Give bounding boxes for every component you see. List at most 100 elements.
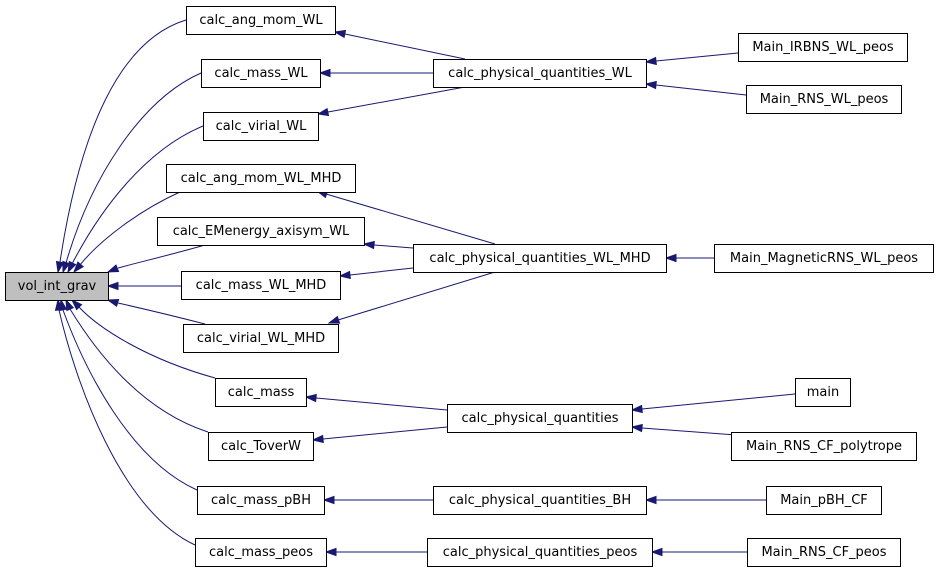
node-calc_ang_mom_WL_MHD[interactable]: calc_ang_mom_WL_MHD: [166, 164, 356, 193]
node-label-calc_virial_WL_MHD: calc_virial_WL_MHD: [197, 331, 325, 346]
node-main[interactable]: main: [795, 378, 851, 407]
arrowhead-calc_physical_quantities_WL_MHD-to-calc_virial_WL_MHD: [327, 315, 341, 324]
node-label-calc_mass_peos: calc_mass_peos: [209, 545, 313, 560]
arrowhead-Main_IRBNS_WL_peos-to-calc_physical_quantities_WL: [644, 56, 657, 66]
node-calc_physical_quantities[interactable]: calc_physical_quantities: [447, 404, 633, 433]
node-label-calc_physical_quantities_WL_MHD: calc_physical_quantities_WL_MHD: [429, 251, 650, 266]
node-calc_mass_peos[interactable]: calc_mass_peos: [195, 538, 327, 567]
node-box-calc_virial_WL: [203, 112, 319, 141]
arrowhead-Main_RNS_CF_polytrope-to-calc_physical_quantities: [630, 423, 643, 433]
node-box-calc_EMenergy_axisym_WL: [157, 217, 365, 246]
node-Main_RNS_WL_peos[interactable]: Main_RNS_WL_peos: [746, 85, 902, 114]
node-box-calc_mass_WL_MHD: [181, 271, 341, 300]
node-Main_IRBNS_WL_peos[interactable]: Main_IRBNS_WL_peos: [738, 33, 908, 62]
node-label-calc_physical_quantities_peos: calc_physical_quantities_peos: [443, 545, 638, 560]
node-label-Main_RNS_CF_polytrope: Main_RNS_CF_polytrope: [746, 439, 902, 454]
node-label-calc_EMenergy_axisym_WL: calc_EMenergy_axisym_WL: [173, 224, 350, 239]
node-calc_mass_pBH[interactable]: calc_mass_pBH: [197, 486, 325, 515]
node-box-calc_mass_peos: [195, 538, 327, 567]
edges-layer: [54, 19, 796, 557]
node-calc_physical_quantities_BH[interactable]: calc_physical_quantities_BH: [433, 486, 647, 515]
arrowhead-calc_physical_quantities_peos-to-calc_mass_peos: [324, 547, 337, 557]
arrowhead-calc_EMenergy_axisym_WL-to-vol_int_grav: [106, 264, 120, 273]
node-label-calc_mass_WL_MHD: calc_mass_WL_MHD: [196, 278, 327, 293]
node-Main_pBH_CF[interactable]: Main_pBH_CF: [766, 486, 882, 515]
edge-calc_physical_quantities_WL-to-calc_virial_WL: [327, 86, 466, 113]
node-calc_physical_quantities_WL[interactable]: calc_physical_quantities_WL: [433, 59, 647, 88]
node-box-calc_mass: [215, 378, 307, 407]
edge-calc_physical_quantities-to-calc_ToverW: [322, 426, 448, 440]
edge-calc_mass-to-vol_int_grav: [77, 305, 216, 379]
node-label-calc_physical_quantities_WL: calc_physical_quantities_WL: [448, 66, 632, 81]
node-label-Main_RNS_CF_peos: Main_RNS_CF_peos: [761, 545, 886, 560]
node-label-calc_virial_WL: calc_virial_WL: [216, 119, 308, 134]
node-calc_physical_quantities_WL_MHD[interactable]: calc_physical_quantities_WL_MHD: [413, 244, 667, 273]
node-calc_mass_WL_MHD[interactable]: calc_mass_WL_MHD: [181, 271, 341, 300]
arrowhead-calc_mass-to-vol_int_grav: [70, 298, 83, 311]
node-Main_MagneticRNS_WL_peos[interactable]: Main_MagneticRNS_WL_peos: [714, 244, 934, 273]
node-vol_int_grav[interactable]: vol_int_grav: [5, 272, 109, 301]
arrowhead-calc_mass_peos-to-vol_int_grav: [54, 298, 64, 311]
node-box-calc_ToverW: [208, 432, 314, 461]
node-box-Main_pBH_CF: [766, 486, 882, 515]
node-box-main: [795, 378, 851, 407]
arrowhead-Main_MagneticRNS_WL_peos-to-calc_physical_quantities_WL_MHD: [664, 253, 677, 263]
node-calc_virial_WL_MHD[interactable]: calc_virial_WL_MHD: [183, 324, 339, 353]
node-box-calc_physical_quantities: [447, 404, 633, 433]
node-box-calc_physical_quantities_WL: [433, 59, 647, 88]
edge-calc_ang_mom_WL-to-vol_int_grav: [59, 19, 187, 263]
node-label-calc_ToverW: calc_ToverW: [221, 439, 301, 454]
edge-calc_mass_WL-to-vol_int_grav: [65, 72, 202, 264]
node-box-calc_physical_quantities_peos: [427, 538, 653, 567]
edge-calc_mass_pBH-to-vol_int_grav: [62, 309, 198, 491]
node-box-Main_RNS_CF_polytrope: [731, 432, 917, 461]
arrowhead-main-to-calc_physical_quantities: [630, 404, 643, 414]
node-label-vol_int_grav: vol_int_grav: [18, 279, 97, 294]
edge-calc_physical_quantities-to-calc_mass: [315, 397, 448, 411]
node-calc_EMenergy_axisym_WL[interactable]: calc_EMenergy_axisym_WL: [157, 217, 365, 246]
arrowhead-calc_physical_quantities_BH-to-calc_mass_pBH: [322, 495, 335, 505]
node-box-calc_physical_quantities_WL_MHD: [413, 244, 667, 273]
node-label-Main_RNS_WL_peos: Main_RNS_WL_peos: [760, 92, 889, 107]
edge-calc_physical_quantities_WL_MHD-to-calc_virial_WL_MHD: [337, 271, 496, 321]
node-label-calc_mass_pBH: calc_mass_pBH: [211, 493, 311, 508]
arrowhead-calc_physical_quantities_WL_MHD-to-calc_EMenergy_axisym_WL: [362, 240, 375, 250]
edge-calc_EMenergy_axisym_WL-to-vol_int_grav: [117, 244, 206, 269]
node-label-calc_mass: calc_mass: [228, 385, 295, 400]
node-box-Main_IRBNS_WL_peos: [738, 33, 908, 62]
node-label-calc_ang_mom_WL: calc_ang_mom_WL: [199, 13, 323, 28]
edge-calc_virial_WL-to-vol_int_grav: [71, 125, 204, 265]
edge-calc_physical_quantities_WL_MHD-to-calc_ang_mom_WL_MHD: [325, 193, 496, 245]
node-calc_ang_mom_WL[interactable]: calc_ang_mom_WL: [186, 6, 336, 35]
arrowhead-calc_physical_quantities_WL-to-calc_virial_WL: [316, 107, 330, 117]
edge-calc_mass_peos-to-vol_int_grav: [58, 309, 196, 546]
node-box-Main_RNS_CF_peos: [747, 538, 901, 567]
node-label-Main_pBH_CF: Main_pBH_CF: [780, 493, 868, 508]
node-box-vol_int_grav: [5, 272, 109, 301]
nodes-layer: vol_int_gravcalc_ang_mom_WLcalc_mass_WLc…: [5, 6, 934, 567]
arrowhead-calc_physical_quantities-to-calc_ToverW: [311, 434, 324, 444]
node-calc_mass[interactable]: calc_mass: [215, 378, 307, 407]
edge-calc_ToverW-to-vol_int_grav: [69, 308, 209, 433]
arrowhead-calc_ToverW-to-vol_int_grav: [65, 298, 75, 312]
node-calc_virial_WL[interactable]: calc_virial_WL: [203, 112, 319, 141]
arrowhead-calc_virial_WL_MHD-to-vol_int_grav: [106, 298, 120, 308]
node-calc_ToverW[interactable]: calc_ToverW: [208, 432, 314, 461]
edge-calc_ang_mom_WL_MHD-to-vol_int_grav: [79, 191, 181, 266]
node-label-calc_physical_quantities: calc_physical_quantities: [461, 411, 618, 426]
arrowhead-calc_physical_quantities_WL-to-calc_mass_WL: [318, 68, 331, 78]
arrowhead-calc_physical_quantities_WL-to-calc_ang_mom_WL: [333, 29, 347, 39]
node-box-Main_RNS_WL_peos: [746, 85, 902, 114]
node-calc_physical_quantities_peos[interactable]: calc_physical_quantities_peos: [427, 538, 653, 567]
node-Main_RNS_CF_polytrope[interactable]: Main_RNS_CF_polytrope: [731, 432, 917, 461]
edge-main-to-calc_physical_quantities: [641, 393, 796, 410]
edge-calc_virial_WL_MHD-to-vol_int_grav: [117, 302, 206, 325]
node-Main_RNS_CF_peos[interactable]: Main_RNS_CF_peos: [747, 538, 901, 567]
node-box-calc_physical_quantities_BH: [433, 486, 647, 515]
arrowhead-Main_RNS_WL_peos-to-calc_physical_quantities_WL: [644, 80, 657, 90]
arrowhead-calc_mass_WL_MHD-to-vol_int_grav: [106, 281, 119, 291]
node-calc_mass_WL[interactable]: calc_mass_WL: [201, 59, 321, 88]
node-box-calc_ang_mom_WL_MHD: [166, 164, 356, 193]
edge-calc_physical_quantities_WL_MHD-to-calc_EMenergy_axisym_WL: [373, 244, 414, 249]
